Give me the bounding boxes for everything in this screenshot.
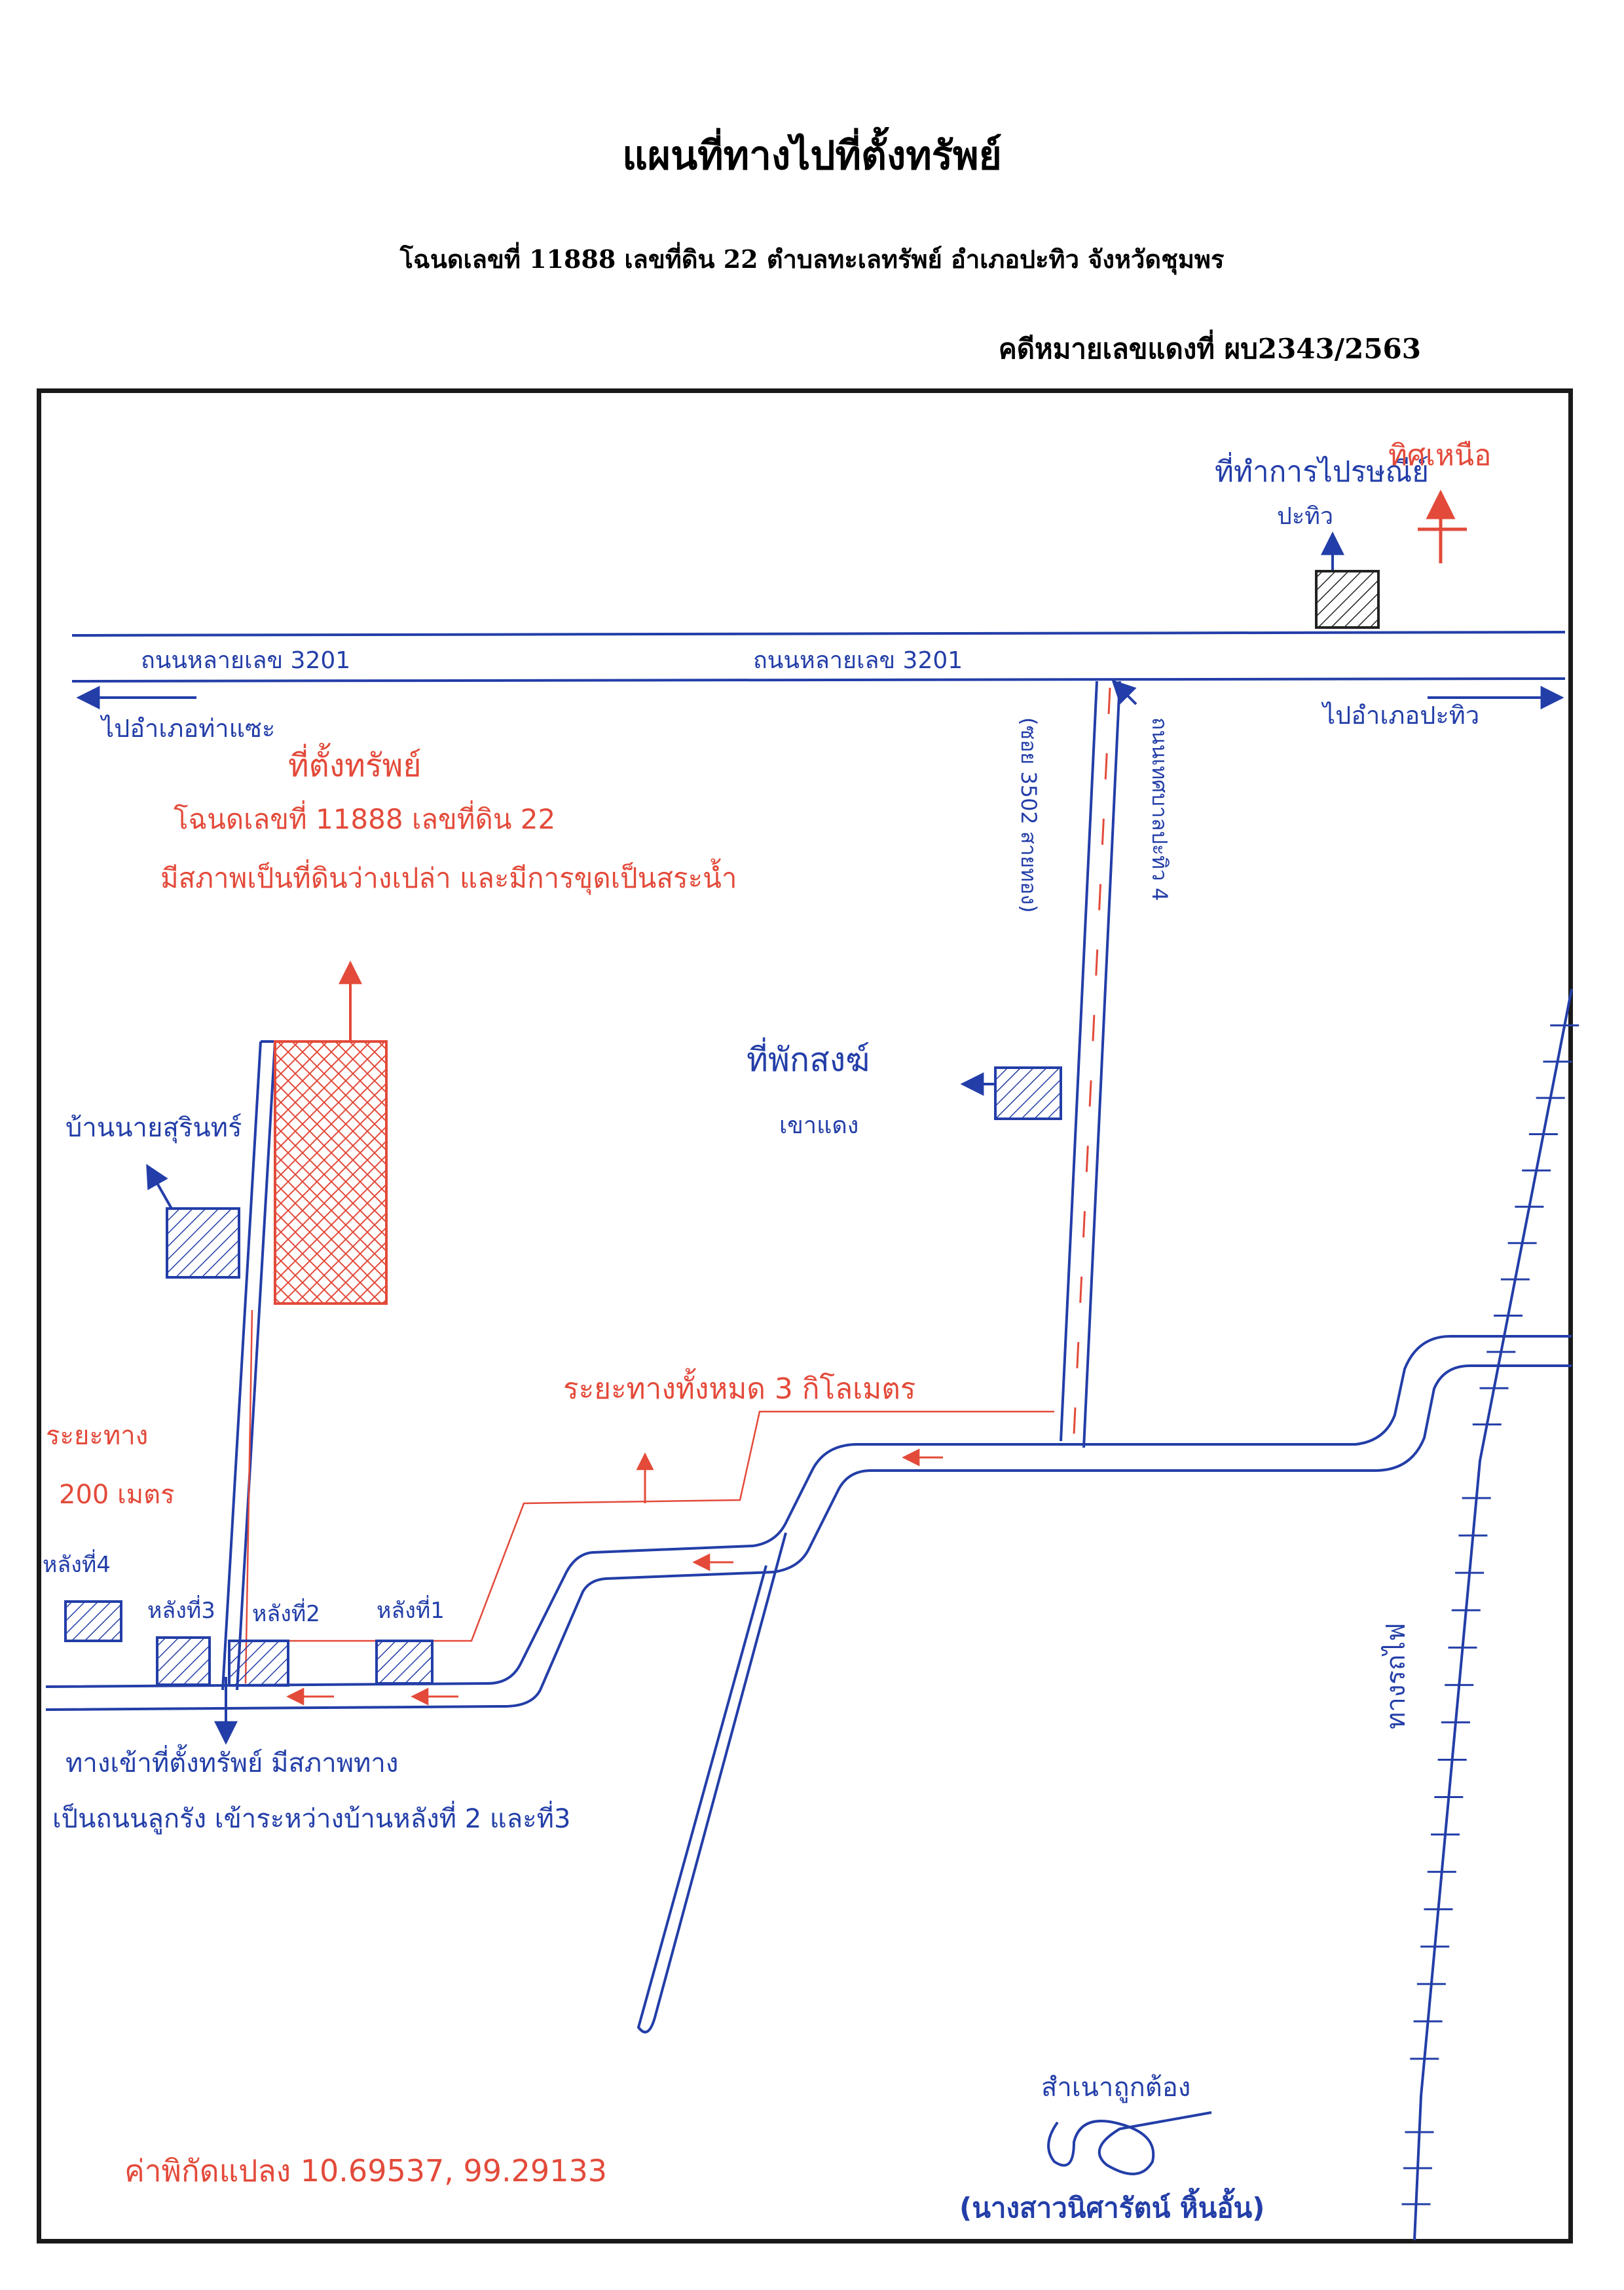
route-arrows-red	[286, 1448, 943, 1706]
house-4	[64, 1600, 122, 1642]
coordinates-label: ค่าพิกัดแปลง 10.69537, 99.29133	[124, 2153, 607, 2188]
distance-value: 200 เมตร	[59, 1480, 175, 1510]
entrance-line-2: เป็นถนนลูกรัง เข้าระหว่างบ้านหลังที่ 2 แ…	[52, 1801, 570, 1834]
certification-label: สำเนาถูกต้อง	[1041, 2073, 1190, 2103]
north-label: ทิศเหนือ	[1388, 439, 1491, 472]
house-1	[375, 1640, 434, 1685]
road-label-right: ถนนหลายเลข 3201	[753, 647, 963, 674]
post-office-building	[1315, 570, 1380, 629]
map-title: แผนที่ทางไปที่ตั้งทรัพย์	[622, 133, 1002, 179]
map-frame	[37, 388, 1573, 2243]
access-lane-red	[244, 1309, 253, 1684]
road-label-left: ถนนหลายเลข 3201	[141, 647, 350, 674]
case-number: คดีหมายเลขแดงที่ ผบ2343/2563	[998, 333, 1421, 365]
certifier-name: (นางสาวนิศารัตน์ หิ้นอั้น)	[959, 2187, 1264, 2224]
side-road-label-2: ถนนเทศบาลปะทิว 4	[1147, 717, 1172, 901]
distance-total-label: ระยะทางทั้งหมด 3 กิโลเมตร	[563, 1368, 915, 1406]
north-arrow-icon	[1418, 489, 1467, 563]
property-parcel	[274, 1040, 388, 1305]
signature-mark	[1047, 2111, 1212, 2175]
post-office-label: ที่ทำการไปรษณีย์	[1215, 451, 1429, 489]
neighbor-house	[166, 1207, 240, 1279]
house-3-label: หลังที่3	[147, 1595, 215, 1624]
property-desc: มีสภาพเป็นที่ดินว่างเปล่า และมีการขุดเป็…	[160, 858, 737, 895]
side-road-arrow	[1111, 679, 1137, 705]
lodge-label: ที่พักสงฆ์	[747, 1038, 870, 1079]
house-2-label: หลังที่2	[252, 1598, 320, 1627]
house-1-label: หลังที่1	[377, 1595, 445, 1624]
distance-leader	[259, 1410, 1054, 1642]
highway-3201	[71, 631, 1566, 683]
house-3	[156, 1636, 211, 1686]
neighbor-arrow	[146, 1163, 173, 1209]
railway-line	[1413, 988, 1573, 2241]
property-label: ที่ตั้งทรัพย์	[288, 743, 421, 784]
property-deed: โฉนดเลขที่ 11888 เลขที่ดิน 22	[174, 800, 555, 835]
deed-subtitle: โฉนดเลขที่ 11888 เลขที่ดิน 22 ตำบลทะเลทร…	[399, 244, 1225, 274]
side-road-3502	[1060, 681, 1121, 1448]
to-left-label: ไปอำเภอท่าแซะ	[100, 714, 275, 743]
village-road	[45, 1335, 1572, 2034]
house-2	[228, 1640, 289, 1687]
distance-label: ระยะทาง	[46, 1421, 148, 1451]
lodge-sub: เขาแดง	[779, 1112, 858, 1139]
post-office-sub: ปะทิว	[1277, 503, 1333, 530]
railway-ticks	[1401, 1024, 1579, 2206]
to-right-label: ไปอำเภอปะทิว	[1321, 701, 1479, 730]
neighbor-label: บ้านนายสุรินทร์	[65, 1113, 242, 1144]
access-lane	[221, 1040, 276, 1691]
side-road-label-1: (ซอย 3502 สายทอง)	[1016, 717, 1041, 913]
house-4-label: หลังที่4	[43, 1549, 111, 1578]
railway-label: ทางรถไฟ	[1381, 1623, 1411, 1730]
lodge-building	[994, 1066, 1062, 1120]
entrance-line-1: ทางเข้าที่ตั้งทรัพย์ มีสภาพทาง	[65, 1744, 398, 1778]
